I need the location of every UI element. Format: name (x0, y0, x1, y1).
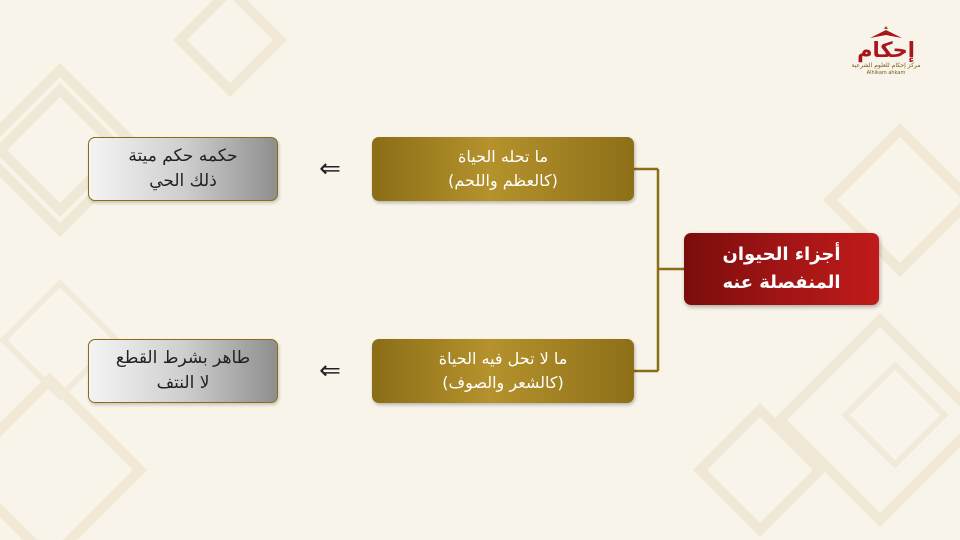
category-node-living: ما تحله الحياة (كالعظم واللحم) (372, 137, 634, 201)
ruling-node-living: حكمه حكم ميتة ذلك الحي (88, 137, 278, 201)
category-line-2: (كالعظم واللحم) (448, 171, 558, 190)
logo-name: إحكام (857, 38, 915, 62)
double-arrow-left-icon: ⇐ (319, 154, 341, 184)
root-line-1: أجزاء الحيوان (722, 244, 841, 265)
double-arrow-left-icon: ⇐ (319, 356, 341, 386)
logo-latin: Alhikam ahkam (866, 70, 906, 76)
root-node: أجزاء الحيوان المنفصلة عنه (684, 233, 879, 305)
category-line-1: ما تحله الحياة (458, 147, 549, 166)
logo-book-icon (870, 26, 902, 38)
logo-subtitle: مركز إحكام للعلوم الشرعية (851, 62, 921, 69)
root-line-2: المنفصلة عنه (722, 272, 841, 293)
ruling-node-nonliving: طاهر بشرط القطع لا النتف (88, 339, 278, 403)
ruling-line-1: طاهر بشرط القطع (115, 348, 251, 368)
ruling-line-2: لا النتف (156, 373, 210, 393)
category-node-nonliving: ما لا تحل فيه الحياة (كالشعر والصوف) (372, 339, 634, 403)
category-line-1: ما لا تحل فيه الحياة (438, 349, 568, 368)
ruling-line-1: حكمه حكم ميتة (128, 146, 238, 166)
category-line-2: (كالشعر والصوف) (442, 373, 564, 392)
logo: إحكام مركز إحكام للعلوم الشرعية Alhikam … (840, 26, 932, 98)
ruling-line-2: ذلك الحي (149, 171, 217, 191)
